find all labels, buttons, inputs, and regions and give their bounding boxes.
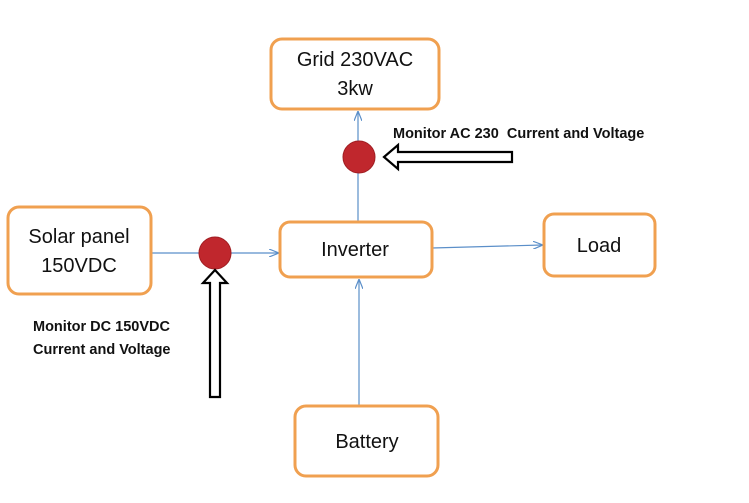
monitor-point-dc	[198, 236, 232, 270]
node-grid-label-line2: 3kw	[337, 78, 373, 100]
node-load-label: Load	[577, 235, 622, 257]
node-solar-label-line1: Solar panel	[28, 226, 129, 248]
dc-monitor-note-line2: Current and Voltage	[33, 342, 171, 358]
node-solar-panel: Solar panel 150VDC	[6, 205, 153, 296]
node-battery: Battery	[293, 404, 440, 478]
node-inverter-label: Inverter	[321, 239, 389, 261]
node-solar-label-line2: 150VDC	[41, 255, 117, 277]
node-grid: Grid 230VAC 3kw	[269, 37, 441, 111]
node-battery-label: Battery	[335, 431, 398, 453]
dc-monitor-arrow-icon	[200, 268, 230, 399]
node-inverter: Inverter	[278, 220, 434, 279]
ac-monitor-note: Monitor AC 230 Current and Voltage	[393, 126, 644, 142]
monitor-point-ac	[342, 140, 376, 174]
node-grid-label-line1: Grid 230VAC	[297, 49, 413, 71]
edge-inverter-to-load	[431, 245, 542, 248]
dc-monitor-note-line1: Monitor DC 150VDC	[33, 319, 170, 335]
node-load: Load	[542, 212, 657, 278]
ac-monitor-arrow-icon	[382, 142, 514, 172]
